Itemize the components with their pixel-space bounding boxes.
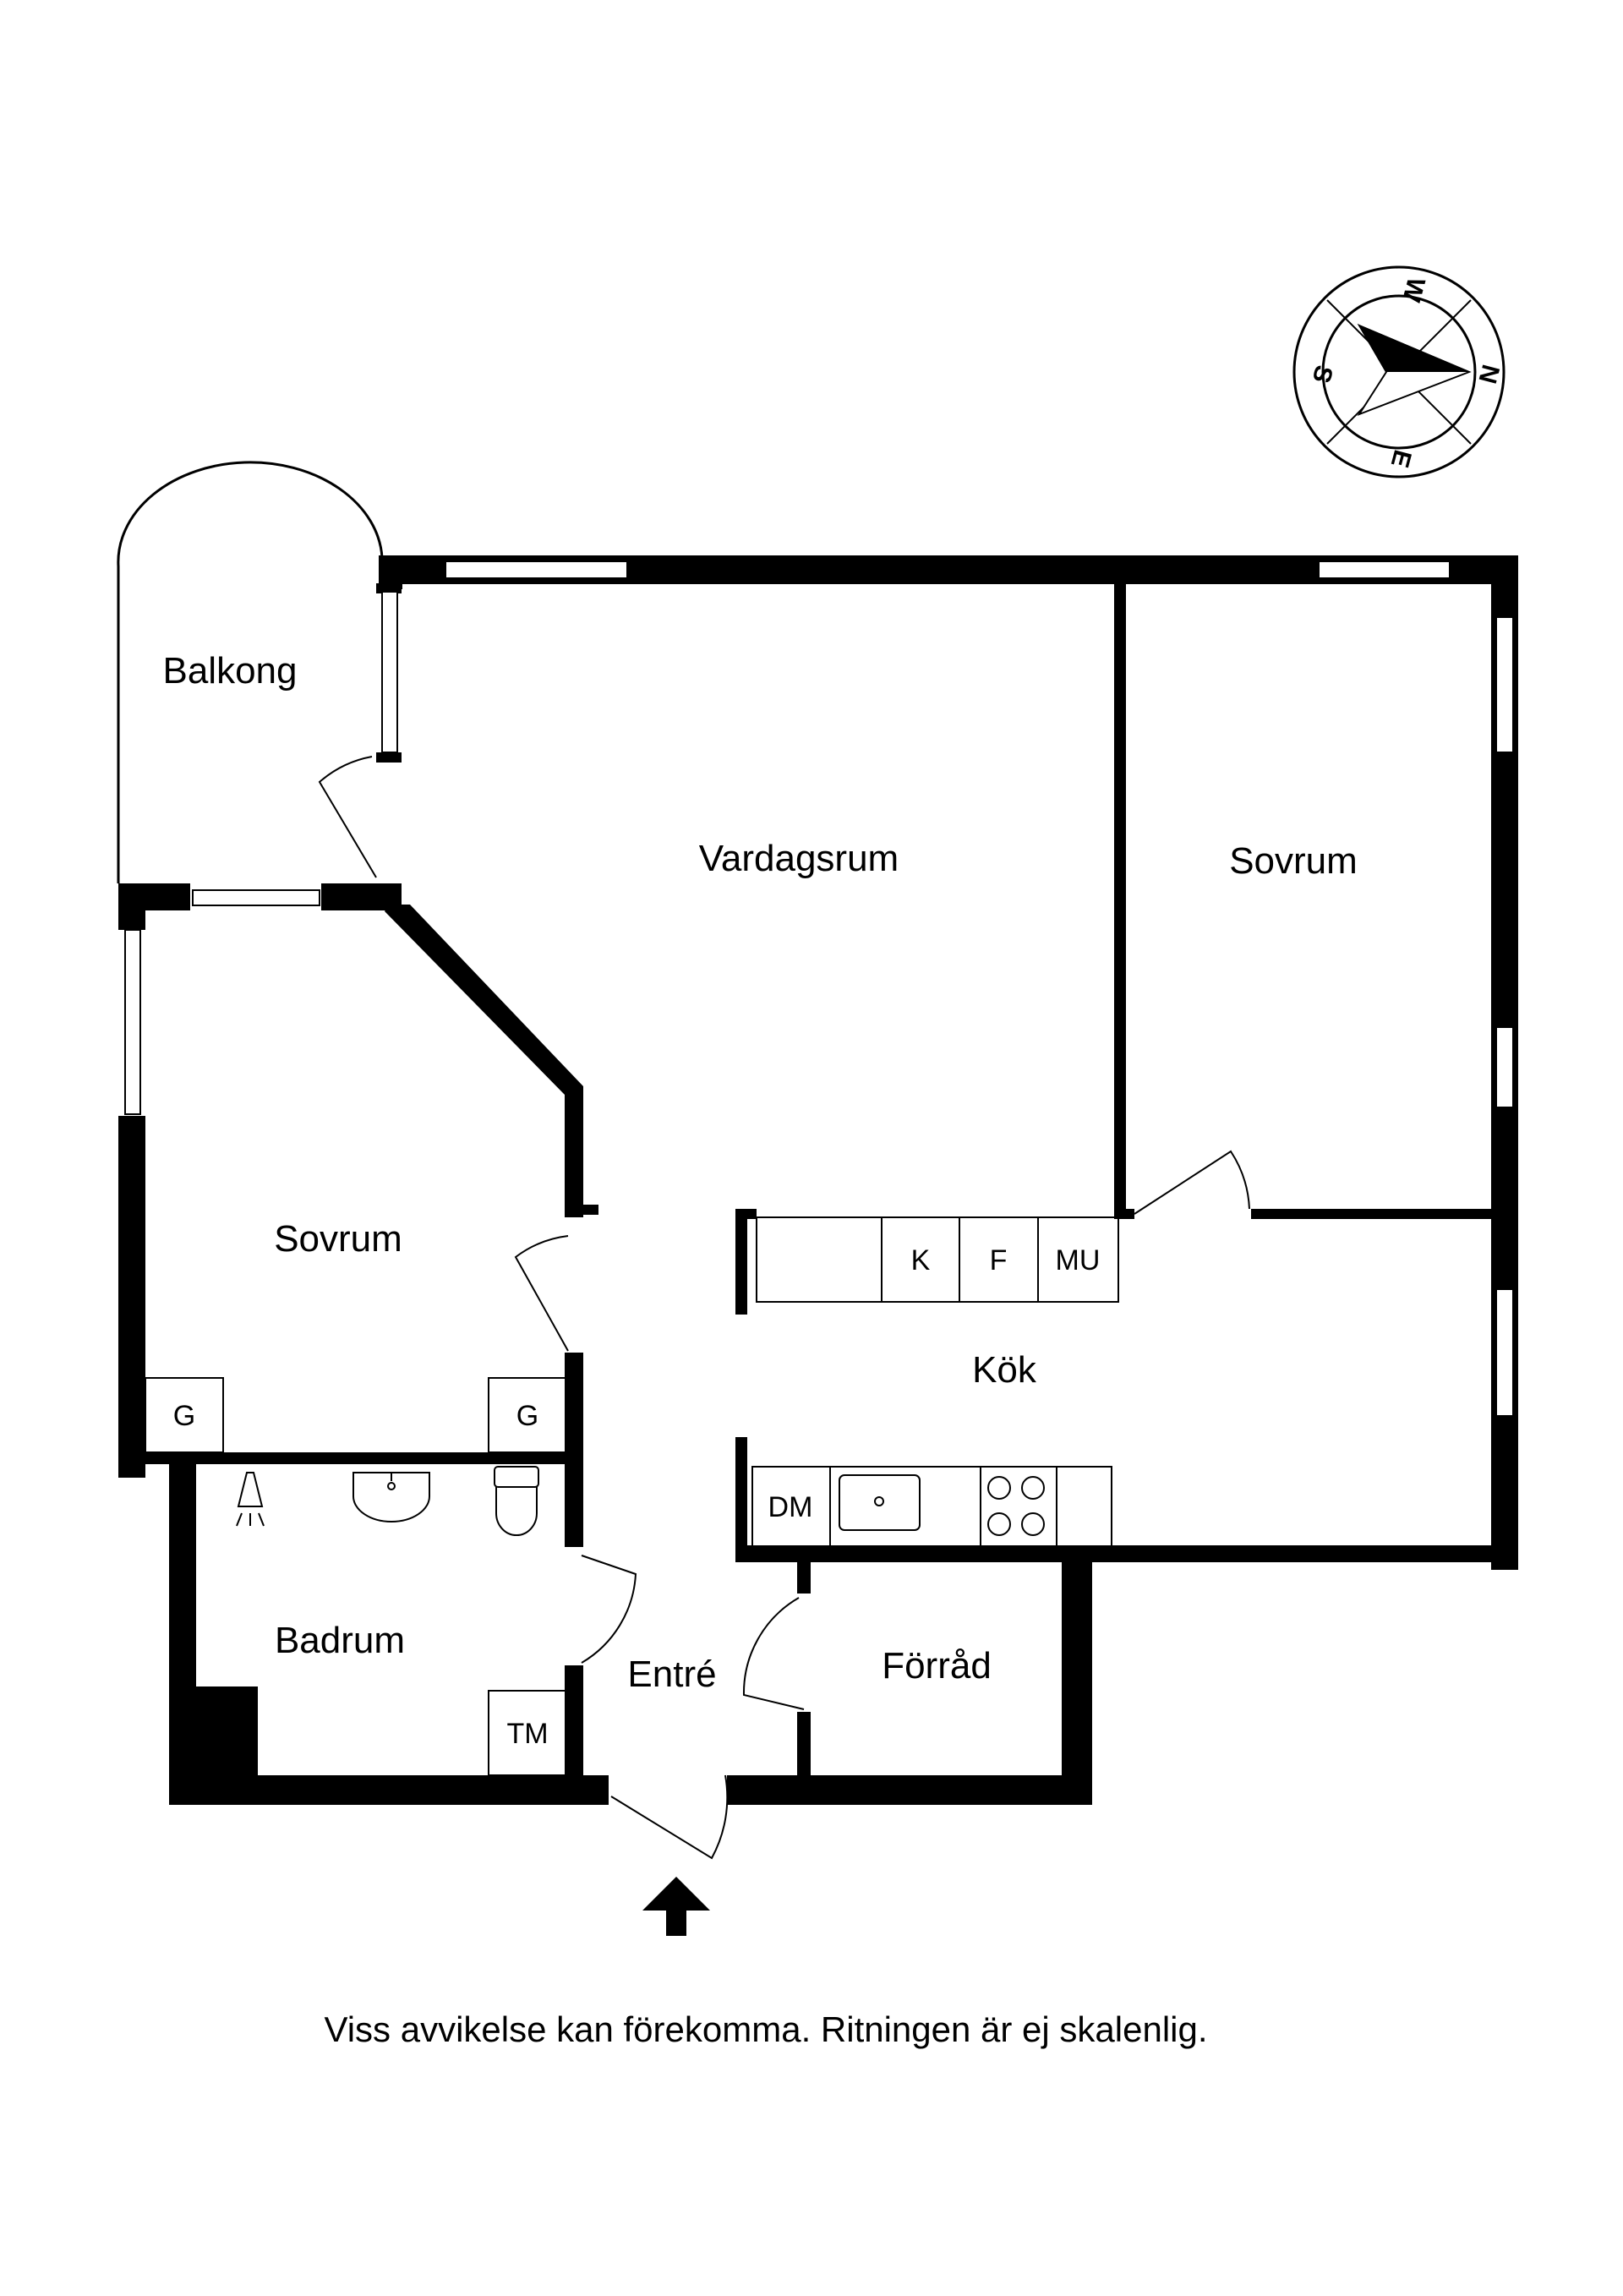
washbasin-icon	[352, 1472, 430, 1522]
fixture-label-wardrobe-left: G	[173, 1400, 195, 1432]
room-label-bedroom-right: Sovrum	[1229, 840, 1358, 882]
walls	[118, 555, 1518, 1805]
fixture-label-wardrobe-right: G	[516, 1400, 538, 1432]
disclaimer-text: Viss avvikelse kan förekomma. Ritningen …	[324, 2009, 1207, 2049]
compass-south: S	[1307, 363, 1338, 386]
fixture-label-fridge: F	[990, 1244, 1008, 1276]
upper-cabinets	[756, 1216, 1119, 1303]
window-living-top	[445, 560, 628, 579]
window-living-left	[381, 591, 398, 753]
room-label-kitchen: Kök	[972, 1349, 1037, 1391]
window-bedroom-left-side	[124, 929, 141, 1115]
window-bedroom-right-1	[1495, 616, 1514, 753]
bathroom-fixtures	[236, 1466, 567, 1776]
room-label-bedroom-left: Sovrum	[274, 1218, 402, 1260]
door-bedroom-right	[1134, 1150, 1250, 1215]
compass-north: N	[1473, 362, 1504, 386]
kitchen-fixtures	[751, 1216, 1119, 1548]
balcony	[117, 461, 384, 883]
washing-machine	[488, 1690, 567, 1776]
window-bedroom-left-top	[192, 889, 320, 906]
sink-icon	[839, 1474, 921, 1531]
door-balcony	[318, 756, 377, 878]
room-label-hall: Entré	[627, 1654, 716, 1695]
entrance-arrow-icon	[642, 1877, 710, 1936]
room-label-balcony: Balkong	[162, 650, 297, 692]
door-bedroom-left	[514, 1235, 569, 1352]
window-bedroom-top	[1318, 560, 1451, 579]
compass-west: W	[1396, 275, 1429, 306]
wardrobe-left	[145, 1377, 224, 1453]
door-storage	[742, 1597, 805, 1710]
fixture-label-freezer: K	[911, 1244, 931, 1276]
fixture-label-washing-machine: TM	[506, 1718, 548, 1750]
wardrobes	[145, 1377, 567, 1453]
shower-icon	[236, 1472, 265, 1527]
fixture-label-dishwasher: DM	[768, 1491, 813, 1523]
lower-counter	[751, 1466, 1112, 1548]
toilet-icon	[494, 1466, 539, 1536]
wardrobe-right	[488, 1377, 567, 1453]
room-label-living-room: Vardagsrum	[699, 838, 899, 879]
compass-east: E	[1385, 447, 1417, 471]
doors	[318, 756, 1250, 1860]
door-bathroom	[581, 1555, 637, 1664]
room-label-bathroom: Badrum	[275, 1620, 405, 1661]
window-bedroom-right-2	[1495, 1026, 1514, 1108]
window-kitchen-right	[1495, 1288, 1514, 1417]
windows	[124, 560, 1514, 1417]
stove-icon	[987, 1476, 1045, 1536]
compass: W N E S	[1292, 265, 1506, 478]
door-entrance	[610, 1774, 729, 1860]
room-label-storage: Förråd	[882, 1645, 992, 1686]
fixture-label-microwave: MU	[1056, 1244, 1101, 1276]
